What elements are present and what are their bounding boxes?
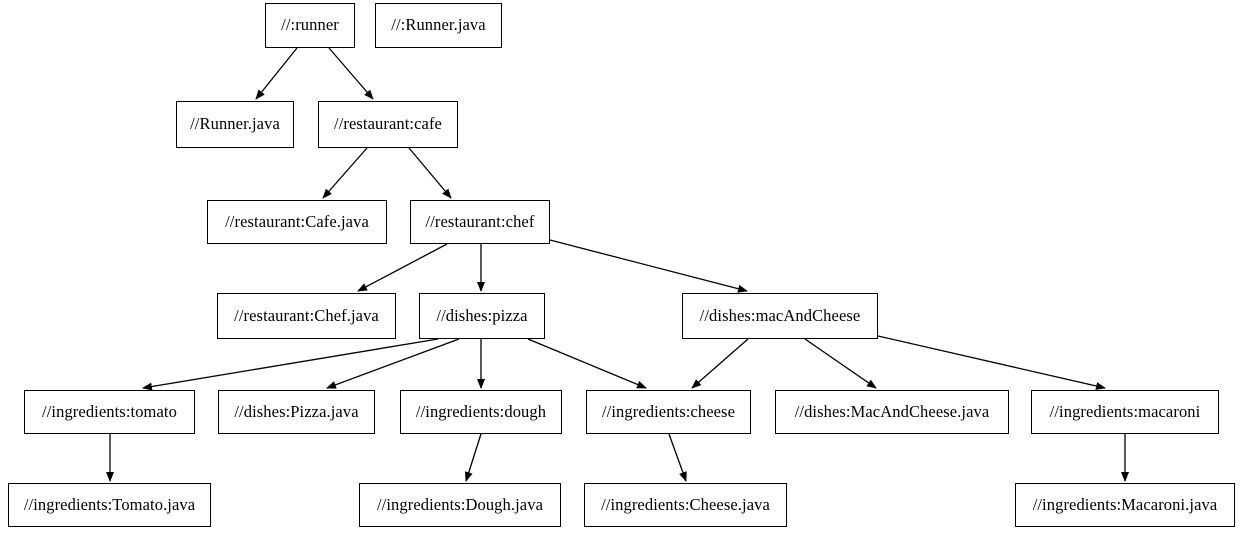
graph-node-ing_dough_java[interactable]: //ingredients:Dough.java: [359, 483, 561, 527]
node-label: //dishes:Pizza.java: [234, 401, 359, 421]
graph-node-runner_java[interactable]: //Runner.java: [176, 101, 294, 148]
graph-edge-restaurant_cafe-to-restaurant_cafe_java: [322, 147, 368, 199]
node-label: //:runner: [281, 15, 339, 35]
graph-node-dishes_pizza_java[interactable]: //dishes:Pizza.java: [218, 390, 375, 434]
node-label: //:Runner.java: [391, 15, 486, 35]
graph-node-restaurant_cafe_java[interactable]: //restaurant:Cafe.java: [207, 200, 387, 244]
graph-node-root_runner_java[interactable]: //:Runner.java: [375, 3, 502, 48]
graph-edge-dishes_pizza-to-dishes_pizza_java: [326, 338, 460, 389]
graph-node-runner[interactable]: //:runner: [265, 3, 355, 48]
graph-edge-ing_dough-to-ing_dough_java: [464, 433, 482, 482]
graph-edge-dishes_macandcheese-to-ing_cheese: [691, 338, 749, 389]
graph-edge-restaurant_chef-to-dishes_macandcheese: [549, 239, 748, 293]
graph-node-ing_macaroni_java[interactable]: //ingredients:Macaroni.java: [1015, 483, 1235, 527]
graph-node-ing_cheese_java[interactable]: //ingredients:Cheese.java: [584, 483, 787, 527]
node-label: //ingredients:Dough.java: [377, 494, 543, 514]
graph-edge-dishes_macandcheese-to-ing_macaroni: [877, 335, 1106, 390]
graph-node-ing_dough[interactable]: //ingredients:dough: [400, 390, 562, 434]
node-label: //ingredients:Macaroni.java: [1032, 494, 1218, 514]
graph-edge-dishes_macandcheese-to-dishes_mac_java: [804, 338, 877, 389]
graph-edge-restaurant_cafe-to-restaurant_chef: [408, 147, 452, 199]
graph-node-dishes_macandcheese[interactable]: //dishes:macAndCheese: [682, 293, 878, 339]
node-label: //dishes:pizza: [436, 305, 528, 325]
graph-node-restaurant_chef[interactable]: //restaurant:chef: [410, 200, 550, 244]
node-label: //restaurant:Cafe.java: [225, 211, 369, 231]
node-label: //ingredients:tomato: [42, 401, 177, 421]
graph-node-ing_cheese[interactable]: //ingredients:cheese: [586, 390, 751, 434]
graph-node-ing_tomato[interactable]: //ingredients:tomato: [24, 390, 195, 434]
graph-edge-restaurant_chef-to-restaurant_chef_java: [357, 243, 448, 292]
graph-node-dishes_mac_java[interactable]: //dishes:MacAndCheese.java: [775, 390, 1009, 434]
node-label: //ingredients:dough: [415, 401, 547, 421]
node-label: //dishes:macAndCheese: [699, 305, 861, 325]
node-label: //ingredients:Tomato.java: [23, 494, 196, 514]
graph-node-restaurant_chef_java[interactable]: //restaurant:Chef.java: [217, 293, 396, 339]
node-label: //dishes:MacAndCheese.java: [794, 401, 990, 421]
graph-edge-runner-to-restaurant_cafe: [328, 47, 374, 100]
node-label: //Runner.java: [190, 114, 280, 134]
graph-node-restaurant_cafe[interactable]: //restaurant:cafe: [318, 101, 458, 148]
node-label: //ingredients:cheese: [601, 401, 736, 421]
node-label: //restaurant:cafe: [334, 114, 442, 134]
node-label: //ingredients:Cheese.java: [601, 494, 770, 514]
node-label: //restaurant:Chef.java: [234, 305, 379, 325]
graph-node-ing_tomato_java[interactable]: //ingredients:Tomato.java: [8, 483, 211, 527]
graph-edge-runner-to-runner_java: [255, 47, 298, 100]
graph-edge-dishes_pizza-to-ing_tomato: [142, 338, 439, 391]
graph-node-ing_macaroni[interactable]: //ingredients:macaroni: [1031, 390, 1219, 434]
node-label: //restaurant:chef: [425, 211, 535, 231]
graph-edge-ing_cheese-to-ing_cheese_java: [668, 433, 687, 482]
graph-edge-dishes_pizza-to-ing_cheese: [527, 338, 647, 389]
node-label: //ingredients:macaroni: [1049, 401, 1201, 421]
graph-node-dishes_pizza[interactable]: //dishes:pizza: [419, 293, 545, 339]
